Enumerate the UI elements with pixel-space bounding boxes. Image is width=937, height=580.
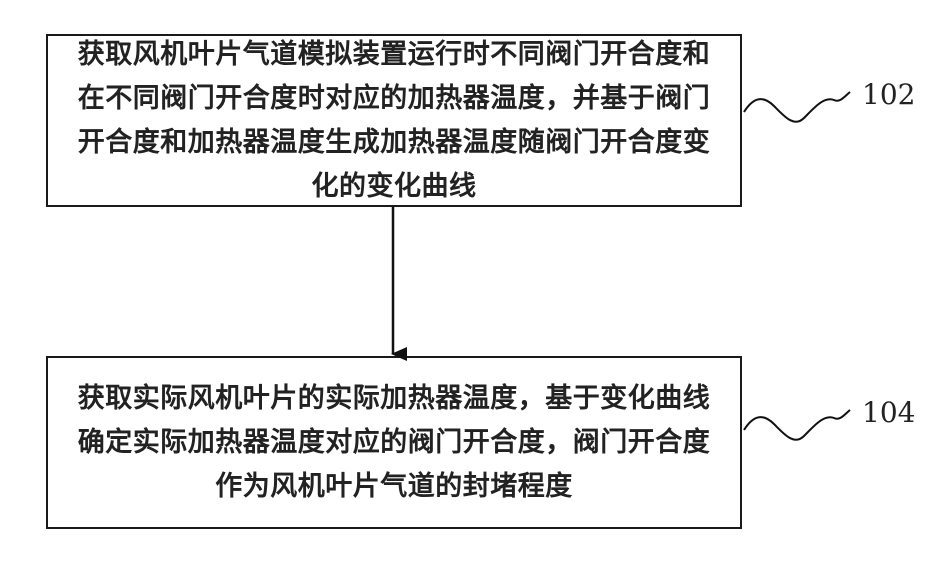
leader-line-102 — [744, 92, 850, 122]
step-label-102: 102 — [862, 78, 915, 111]
step-label-104: 104 — [862, 396, 915, 429]
step-text-104: 获取实际风机叶片的实际加热器温度，基于变化曲线确定实际加热器温度对应的阀门开合度… — [66, 377, 722, 509]
step-text-102: 获取风机叶片气道模拟装置运行时不同阀门开合度和在不同阀门开合度时对应的加热器温度… — [66, 33, 722, 209]
step-box-104: 获取实际风机叶片的实际加热器温度，基于变化曲线确定实际加热器温度对应的阀门开合度… — [46, 356, 742, 529]
step-box-102: 获取风机叶片气道模拟装置运行时不同阀门开合度和在不同阀门开合度时对应的加热器温度… — [46, 34, 742, 207]
leader-line-104 — [744, 410, 850, 440]
